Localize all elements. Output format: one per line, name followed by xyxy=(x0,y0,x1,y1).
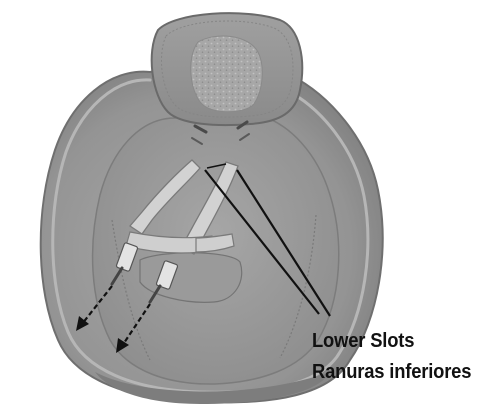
callout-label-spanish: Ranuras inferiores xyxy=(312,361,471,384)
callout-label-english: Lower Slots xyxy=(312,330,414,353)
headrest-insert xyxy=(191,36,263,112)
